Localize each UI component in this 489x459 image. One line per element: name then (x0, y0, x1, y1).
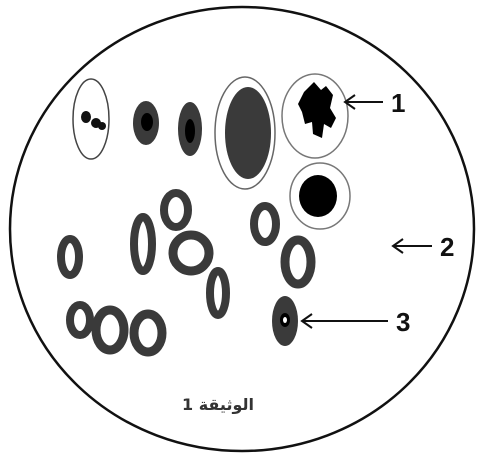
label-1: 1 (391, 88, 405, 118)
label-2: 2 (440, 232, 454, 262)
segmented-nucleus-a (81, 111, 91, 123)
label-3: 3 (396, 307, 410, 337)
large-gray-nucleus (225, 87, 271, 179)
dark-cell-medium-core (185, 119, 195, 143)
segmented-nucleus-c (98, 122, 106, 130)
figure-caption: الوثيقة 1 (182, 395, 254, 414)
dark-cell-small-core (141, 113, 153, 131)
outlined-cell-1 (73, 79, 109, 159)
field-of-view-circle (10, 7, 474, 451)
round-nucleus (299, 175, 337, 217)
cell-3-hole (283, 317, 287, 323)
